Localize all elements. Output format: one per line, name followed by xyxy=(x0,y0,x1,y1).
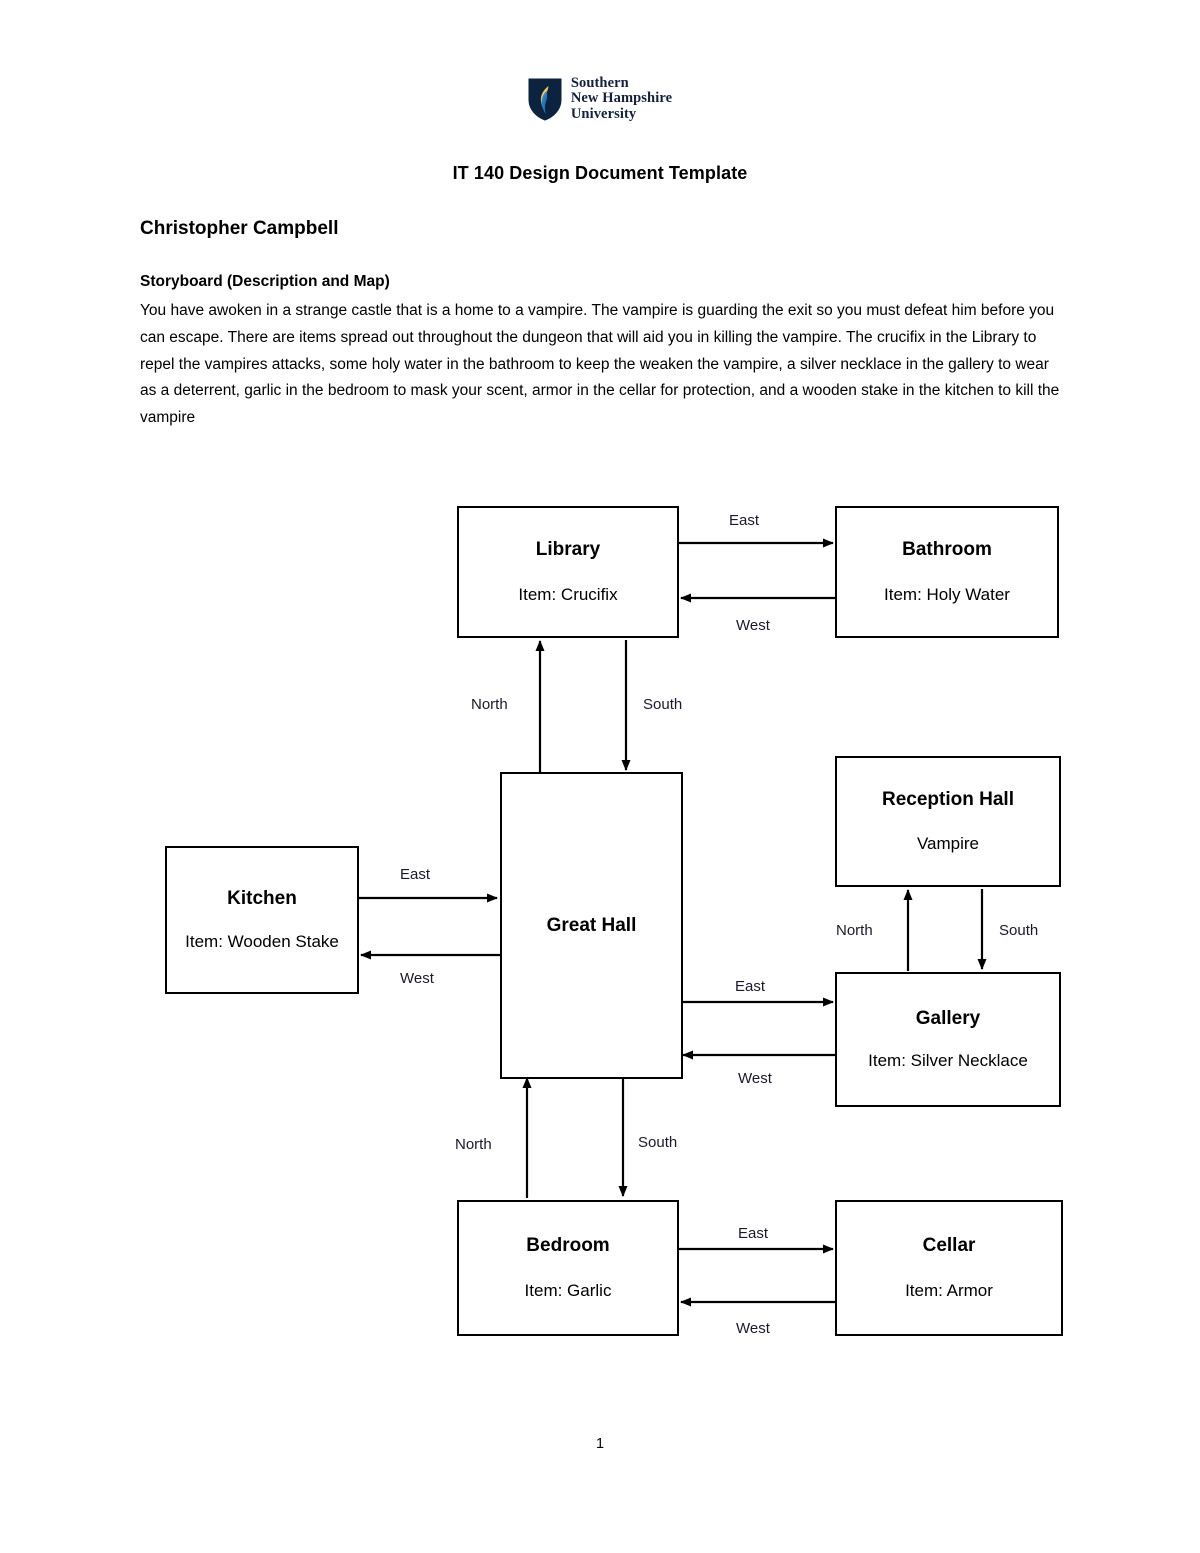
edge-label-gallery-west: West xyxy=(738,1070,772,1087)
edge-label-bedroom-east: East xyxy=(738,1225,769,1242)
room-kitchen-item: Item: Wooden Stake xyxy=(185,931,339,951)
edge-label-library-south: South xyxy=(643,696,683,713)
room-bathroom-name: Bathroom xyxy=(902,539,992,561)
edge-label-bedroom-north: North xyxy=(455,1136,492,1153)
room-library[interactable]: Library Item: Crucifix xyxy=(457,506,679,638)
edge-label-bathroom-west: West xyxy=(736,617,770,634)
room-cellar-item: Item: Armor xyxy=(905,1280,993,1300)
room-great-hall[interactable]: Great Hall xyxy=(500,772,683,1079)
room-great-hall-name: Great Hall xyxy=(546,914,637,936)
edge-label-greathall-north: North xyxy=(471,696,508,713)
room-cellar-name: Cellar xyxy=(922,1235,976,1257)
room-kitchen[interactable]: Kitchen Item: Wooden Stake xyxy=(165,846,359,994)
room-bedroom[interactable]: Bedroom Item: Garlic xyxy=(457,1200,679,1336)
room-reception-hall-item: Vampire xyxy=(916,834,980,854)
room-bedroom-name: Bedroom xyxy=(526,1235,610,1257)
edge-label-greathall-west: West xyxy=(400,970,434,987)
logo-line-2: New Hampshire xyxy=(570,90,673,107)
room-gallery-item: Item: Silver Necklace xyxy=(868,1051,1028,1071)
room-bathroom[interactable]: Bathroom Item: Holy Water xyxy=(835,506,1059,638)
room-bedroom-item: Item: Garlic xyxy=(524,1280,612,1300)
room-library-name: Library xyxy=(535,539,601,561)
edge-label-greathall-south: South xyxy=(638,1134,678,1151)
edge-label-cellar-west: West xyxy=(736,1320,770,1337)
room-kitchen-name: Kitchen xyxy=(227,888,297,910)
page-title: IT 140 Design Document Template xyxy=(452,163,748,183)
section-heading: Storyboard (Description and Map) xyxy=(140,273,390,290)
page-number: 1 xyxy=(595,1436,605,1452)
shield-icon xyxy=(528,78,562,121)
room-gallery-name: Gallery xyxy=(915,1007,981,1029)
room-cellar[interactable]: Cellar Item: Armor xyxy=(835,1200,1063,1336)
university-logo: Southern New Hampshire University xyxy=(0,75,1200,122)
storyboard-paragraph: You have awoken in a strange castle that… xyxy=(140,302,1060,427)
edge-label-gallery-north: North xyxy=(836,922,873,939)
room-reception-hall-name: Reception Hall xyxy=(882,788,1014,810)
edge-label-kitchen-east: East xyxy=(400,866,431,883)
room-reception-hall[interactable]: Reception Hall Vampire xyxy=(835,756,1061,887)
logo-line-1: Southern xyxy=(570,75,629,91)
edge-label-library-east: East xyxy=(729,512,760,529)
room-library-item: Item: Crucifix xyxy=(518,584,618,604)
edge-label-greathall-east: East xyxy=(735,978,766,995)
edge-label-reception-south: South xyxy=(999,922,1039,939)
room-bathroom-item: Item: Holy Water xyxy=(884,584,1010,604)
logo-line-3: University xyxy=(570,105,637,122)
room-gallery[interactable]: Gallery Item: Silver Necklace xyxy=(835,972,1061,1107)
author-name: Christopher Campbell xyxy=(140,218,339,239)
